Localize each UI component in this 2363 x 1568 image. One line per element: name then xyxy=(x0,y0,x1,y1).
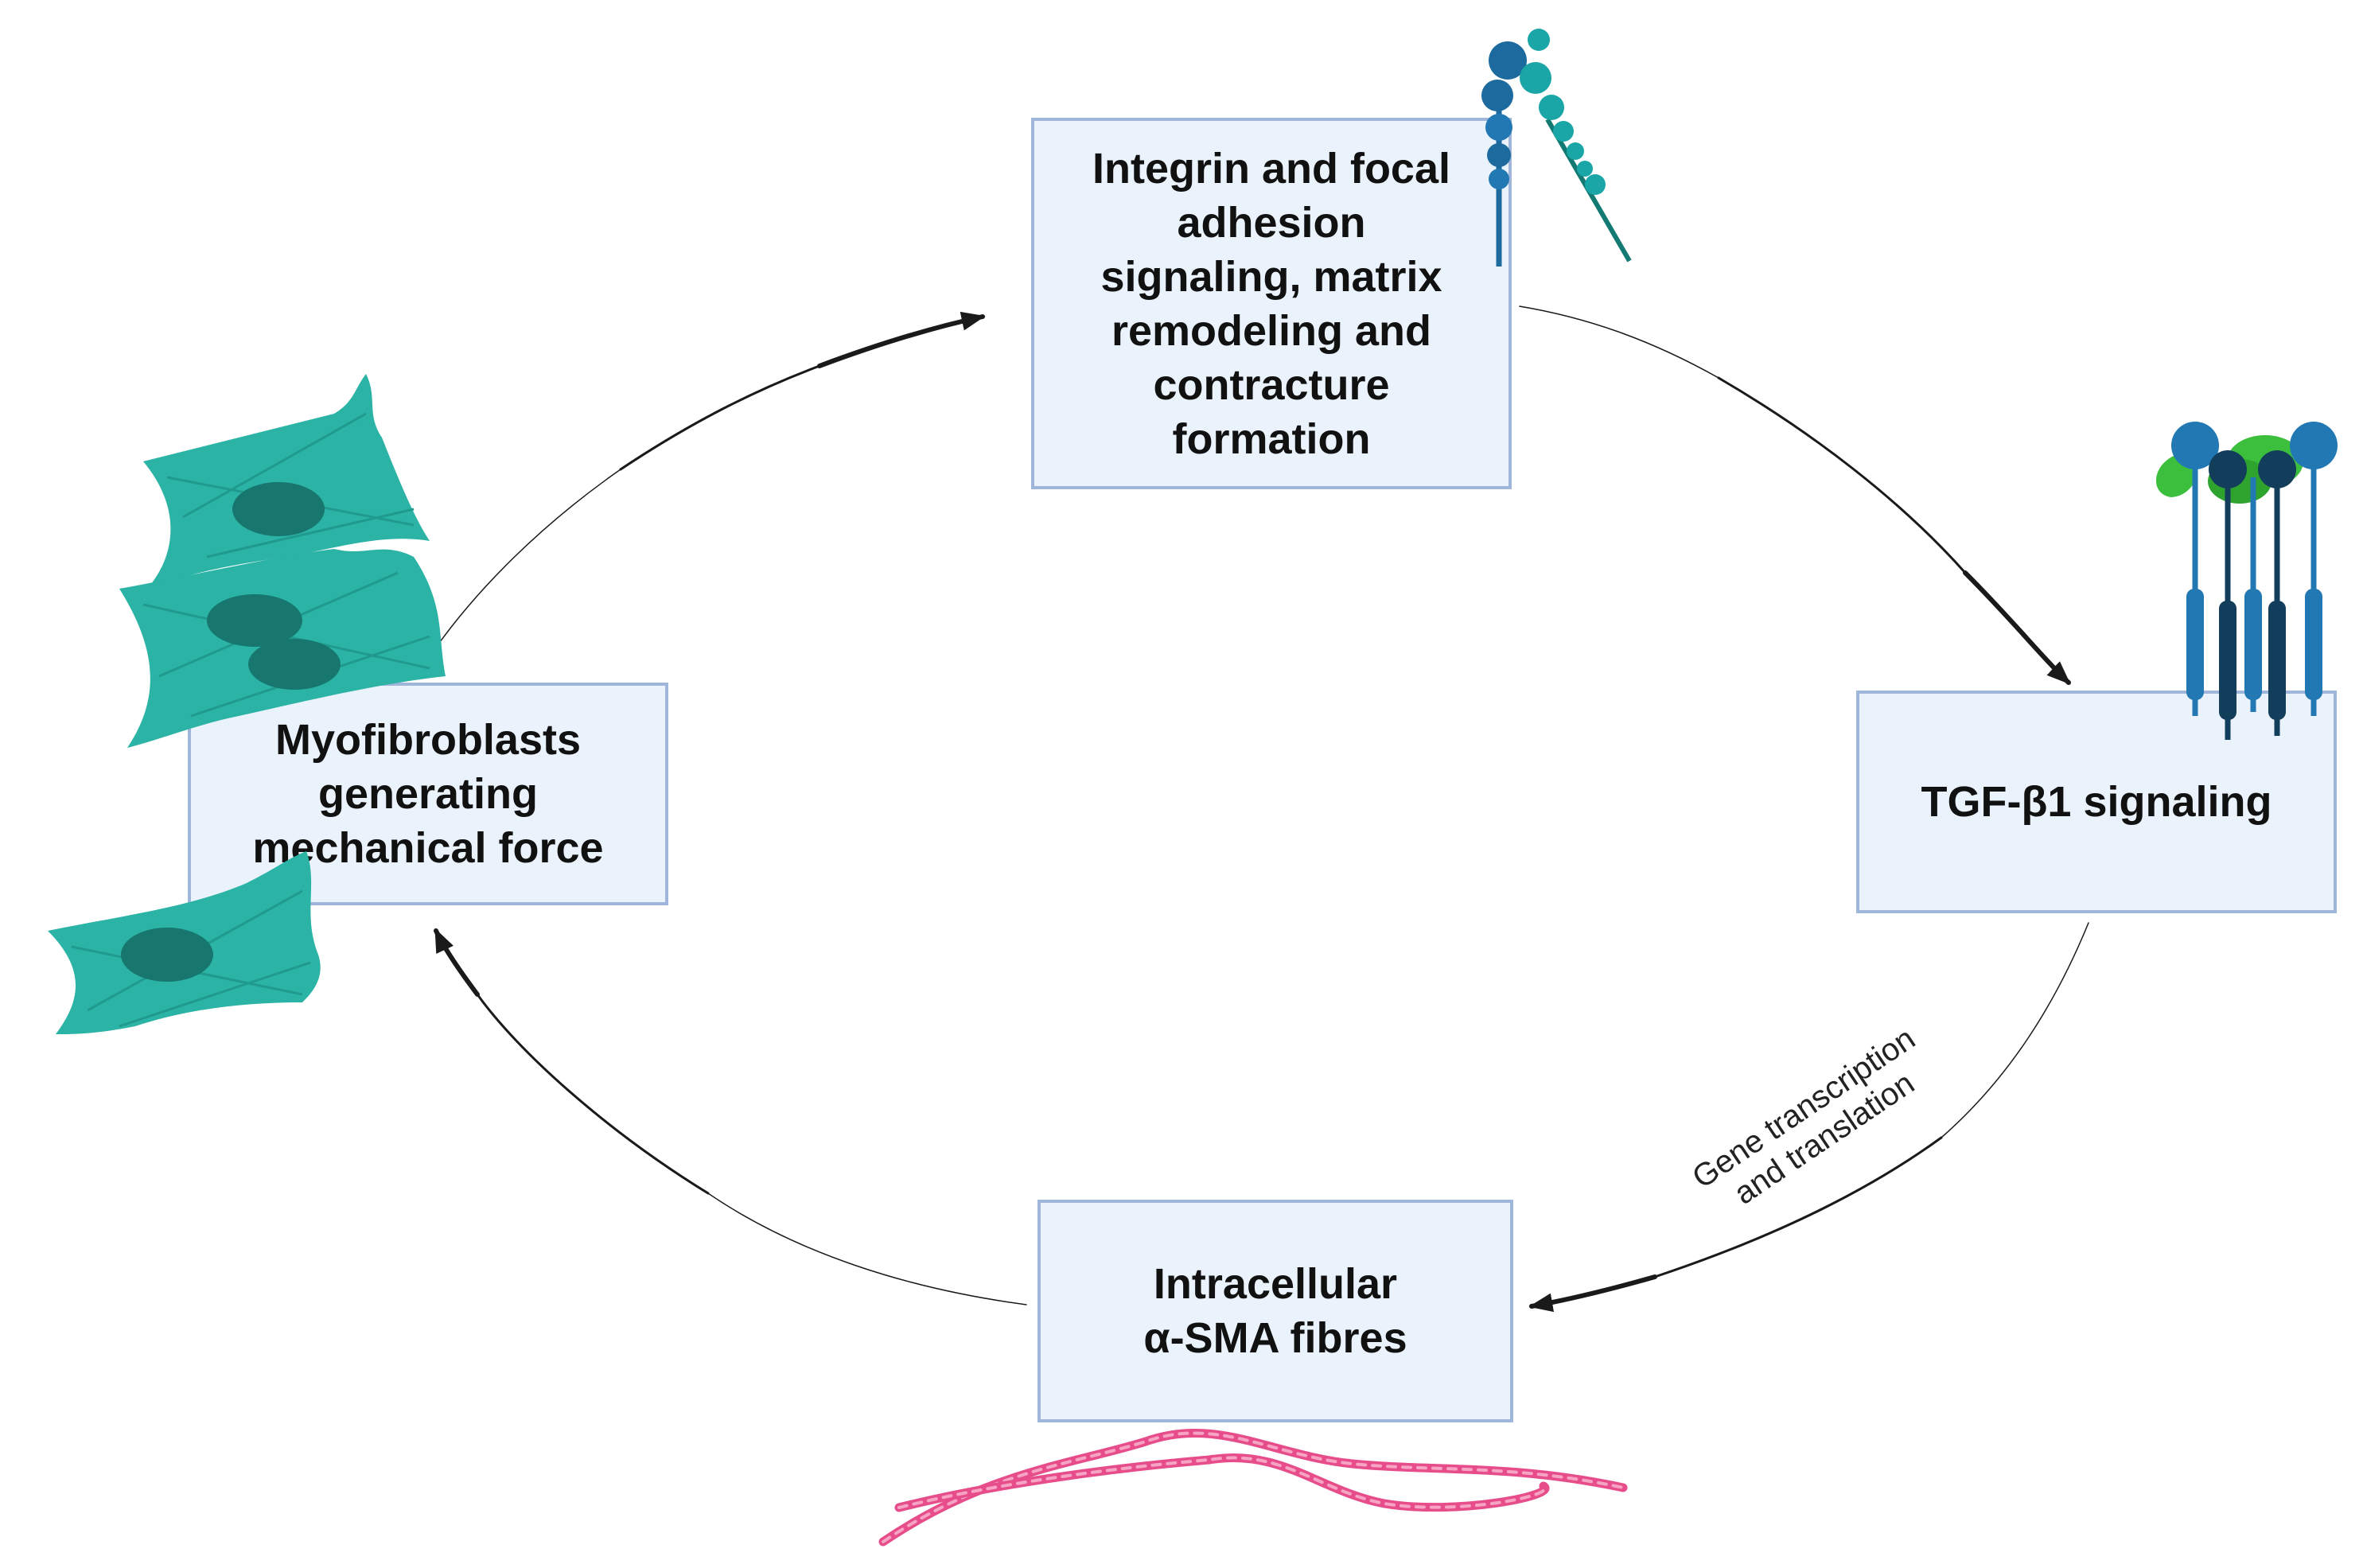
arrow-asma-to-myofibroblasts xyxy=(707,1193,1027,1305)
arrow-integrin-to-tgf xyxy=(1519,305,1719,379)
tgf-beta1-signaling-box: TGF-β1 signaling xyxy=(1856,691,2337,913)
alpha-sma-fibres-box: Intracellular α-SMA fibres xyxy=(1037,1200,1513,1422)
arrow-myofibroblasts-to-integrin xyxy=(433,469,621,652)
myofibroblasts-box: Myofibroblasts generating mechanical for… xyxy=(188,683,668,905)
arrow-tgf-to-asma xyxy=(1941,922,2089,1138)
integrin-signaling-box: Integrin and focal adhesion signaling, m… xyxy=(1031,118,1512,489)
cycle-arrows xyxy=(433,305,2089,1313)
